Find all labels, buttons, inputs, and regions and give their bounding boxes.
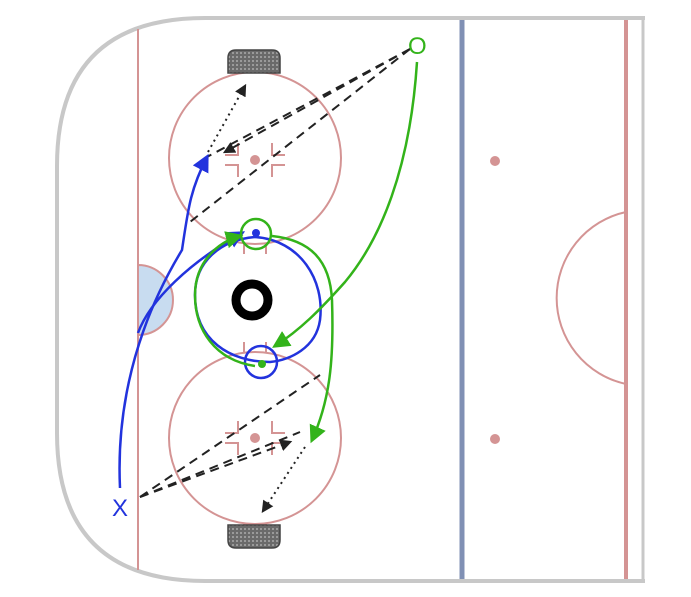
- neutral-zone-dot-top: [490, 156, 500, 166]
- o-skate-path-circle: [271, 234, 334, 444]
- x-skate-path-up: [118, 153, 209, 489]
- neutral-zone-dot-bottom: [490, 434, 500, 444]
- hockey-net-icon: [227, 524, 281, 549]
- o-skate-path-down: [272, 61, 419, 348]
- center-faceoff-circle: [555, 211, 627, 385]
- hockey-net-icon: [227, 49, 281, 74]
- player-o-label: O: [408, 33, 427, 60]
- o-puck-dot: [258, 360, 266, 368]
- ring-marker-icon: [231, 279, 273, 321]
- o-skate-path-loop: [193, 231, 256, 368]
- player-x-label: X: [112, 495, 128, 522]
- pass-lines: [139, 48, 411, 498]
- x-position-circle: [243, 344, 279, 380]
- o-position-circle: [239, 217, 273, 251]
- x-puck-dot: [252, 229, 260, 237]
- shot-lines: [207, 83, 306, 514]
